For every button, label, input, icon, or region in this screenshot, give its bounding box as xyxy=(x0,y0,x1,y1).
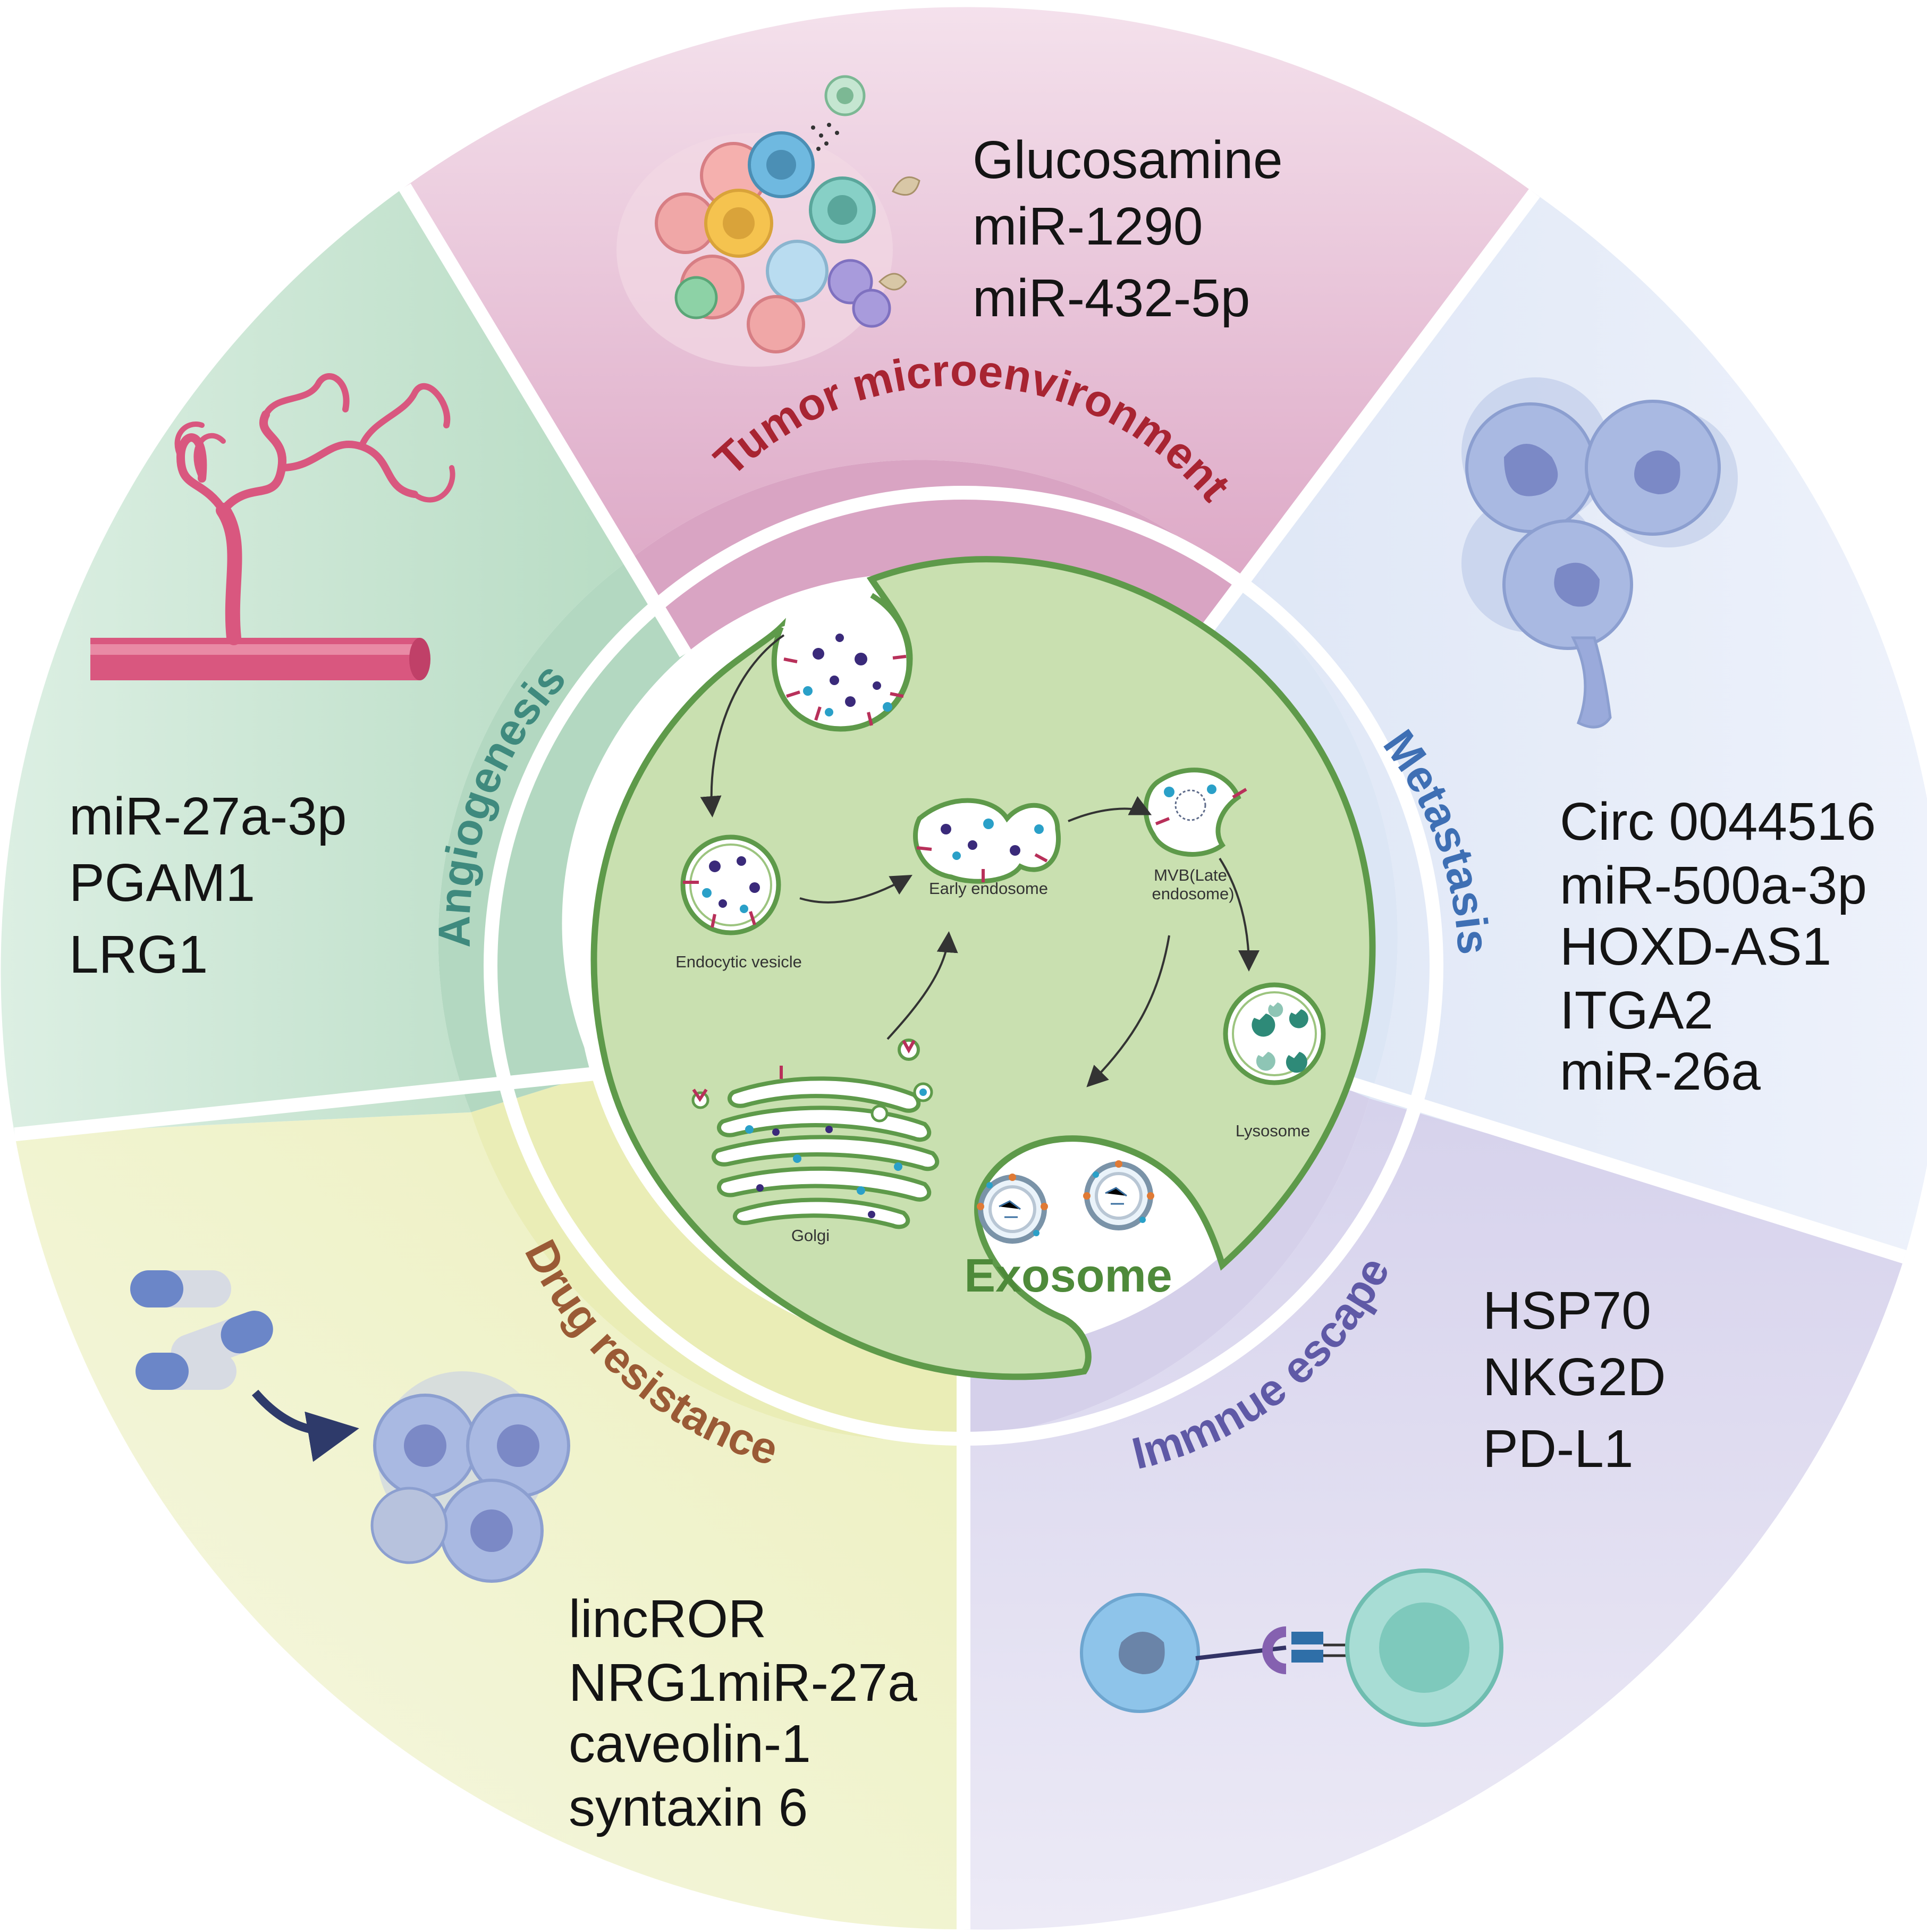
immune-items: HSP70 NKG2D PD-L1 xyxy=(1483,1281,1666,1479)
metastasis-item: HOXD-AS1 xyxy=(1560,917,1831,976)
golgi-label: Golgi xyxy=(791,1226,830,1245)
tumor-cell-cluster-illustration xyxy=(616,75,920,367)
endocytic-vesicle-label: Endocytic vesicle xyxy=(675,952,802,971)
endocytic-pit xyxy=(771,593,912,732)
trafficking-arrows xyxy=(700,634,1260,1087)
arrow-icon xyxy=(251,1389,359,1462)
drug-resistance-illustration xyxy=(130,1270,570,1583)
lysosome xyxy=(1223,982,1326,1085)
tumor-items: Glucosamine miR-1290 miR-432-5p xyxy=(973,130,1283,328)
lysosome-label: Lysosome xyxy=(1236,1121,1310,1140)
tumor-item: Glucosamine xyxy=(973,130,1283,190)
ring-divider xyxy=(484,486,1443,1446)
early-endosome xyxy=(913,798,1061,884)
endocytic-vesicle xyxy=(680,834,781,935)
ring-segment-angio xyxy=(438,557,686,1112)
immune-item: PD-L1 xyxy=(1483,1419,1633,1479)
metastasis-item: Circ 0044516 xyxy=(1560,792,1876,851)
angio-item: LRG1 xyxy=(69,925,208,984)
immune-item: HSP70 xyxy=(1483,1281,1651,1340)
exosome-vesicles xyxy=(977,1160,1154,1244)
drug-item: caveolin-1 xyxy=(569,1714,811,1774)
metastasis-item: ITGA2 xyxy=(1560,981,1713,1040)
mvb-late-endosome xyxy=(1143,767,1247,857)
immune-item: NKG2D xyxy=(1483,1347,1666,1407)
drug-item: NRG1miR-27a xyxy=(569,1653,917,1712)
metastasis-item: miR-500a-3p xyxy=(1560,856,1867,915)
mvb-label-line1: MVB(Late xyxy=(1154,866,1227,884)
golgi-vesicles xyxy=(691,1039,933,1218)
capsule-icon xyxy=(130,1270,273,1390)
angio-items: miR-27a-3p PGAM1 LRG1 xyxy=(69,787,346,984)
mvb-label-line2: endosome) xyxy=(1152,884,1234,903)
early-endosome-label: Early endosome xyxy=(929,879,1048,898)
tumor-item: miR-1290 xyxy=(973,197,1203,256)
metastasis-item: miR-26a xyxy=(1560,1042,1761,1101)
immune-interaction-illustration xyxy=(1080,1568,1503,1727)
metastasis-items: Circ 0044516 miR-500a-3p HOXD-AS1 ITGA2 … xyxy=(1560,792,1876,1101)
sector-immune-escape xyxy=(964,1098,1905,1930)
drug-item: syntaxin 6 xyxy=(569,1778,808,1837)
angio-item: PGAM1 xyxy=(69,853,255,913)
metastasis-cell-cluster-illustration xyxy=(1461,377,1738,729)
exosome-label: Exosome xyxy=(964,1249,1172,1302)
angio-item: miR-27a-3p xyxy=(69,787,346,846)
golgi xyxy=(712,1076,940,1229)
tumor-item: miR-432-5p xyxy=(973,268,1250,328)
drug-item: lincROR xyxy=(569,1589,766,1649)
blood-vessel-illustration xyxy=(90,373,455,680)
drug-items: lincROR NRG1miR-27a caveolin-1 syntaxin … xyxy=(569,1589,917,1837)
